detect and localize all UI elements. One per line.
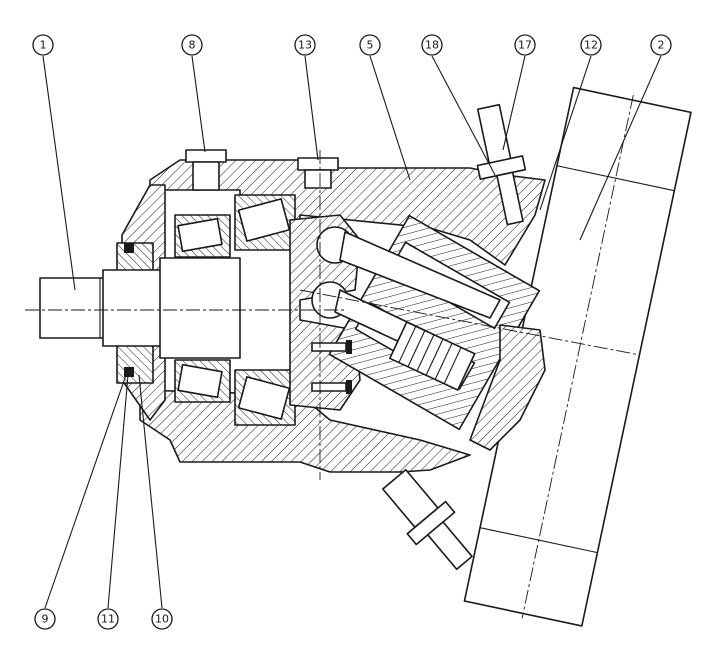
- svg-text:12: 12: [584, 39, 598, 52]
- svg-text:8: 8: [189, 39, 196, 52]
- leader-lines: [42, 55, 662, 609]
- svg-text:17: 17: [518, 39, 532, 52]
- callout-10: 10: [151, 608, 173, 630]
- svg-text:2: 2: [658, 39, 665, 52]
- control-lens: [469, 324, 546, 451]
- callout-18: 18: [421, 34, 443, 56]
- callout-17: 17: [514, 34, 536, 56]
- spring-pack: [389, 321, 476, 391]
- pins: [311, 340, 352, 394]
- svg-text:18: 18: [425, 39, 439, 52]
- seal-ring: [124, 243, 134, 377]
- callout-13: 13: [294, 34, 316, 56]
- main-housing-lower: [139, 389, 471, 473]
- callout-12: 12: [580, 34, 602, 56]
- screw-17: [476, 103, 527, 226]
- output-shaft: [39, 257, 241, 359]
- svg-text:1: 1: [40, 39, 47, 52]
- callout-5: 5: [359, 34, 381, 56]
- callout-2: 2: [650, 34, 672, 56]
- lower-screw: [381, 468, 473, 571]
- svg-text:13: 13: [298, 39, 312, 52]
- rear-bearing: [234, 194, 296, 426]
- svg-text:11: 11: [101, 613, 115, 626]
- bolt-8: [185, 149, 227, 191]
- callout-11: 11: [97, 608, 119, 630]
- callout-9: 9: [34, 608, 56, 630]
- callout-8: 8: [181, 34, 203, 56]
- plug-13: [297, 157, 339, 189]
- svg-text:5: 5: [367, 39, 374, 52]
- front-bearing: [174, 214, 231, 403]
- svg-text:9: 9: [42, 613, 49, 626]
- svg-text:10: 10: [155, 613, 169, 626]
- callout-1: 1: [32, 34, 54, 56]
- block-centerline: [299, 289, 641, 356]
